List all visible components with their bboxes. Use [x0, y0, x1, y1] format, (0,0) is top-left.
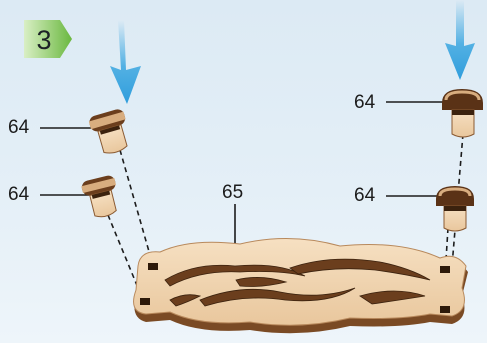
peg-part-64 — [442, 89, 483, 137]
peg-part-64 — [80, 174, 122, 220]
alignment-dash — [120, 150, 152, 262]
part-label-center: 65 — [222, 182, 243, 204]
part-label-mid-left: 64 — [8, 184, 29, 206]
part-label-mid-right: 64 — [354, 185, 375, 207]
part-label-top-left: 64 — [8, 117, 29, 139]
braided-base-part-65 — [134, 238, 468, 333]
down-arrow-icon — [445, 0, 475, 80]
part-label-top-right: 64 — [354, 92, 375, 114]
peg-part-64 — [436, 186, 474, 231]
peg-part-64 — [88, 108, 134, 157]
down-arrow-icon — [110, 20, 141, 104]
